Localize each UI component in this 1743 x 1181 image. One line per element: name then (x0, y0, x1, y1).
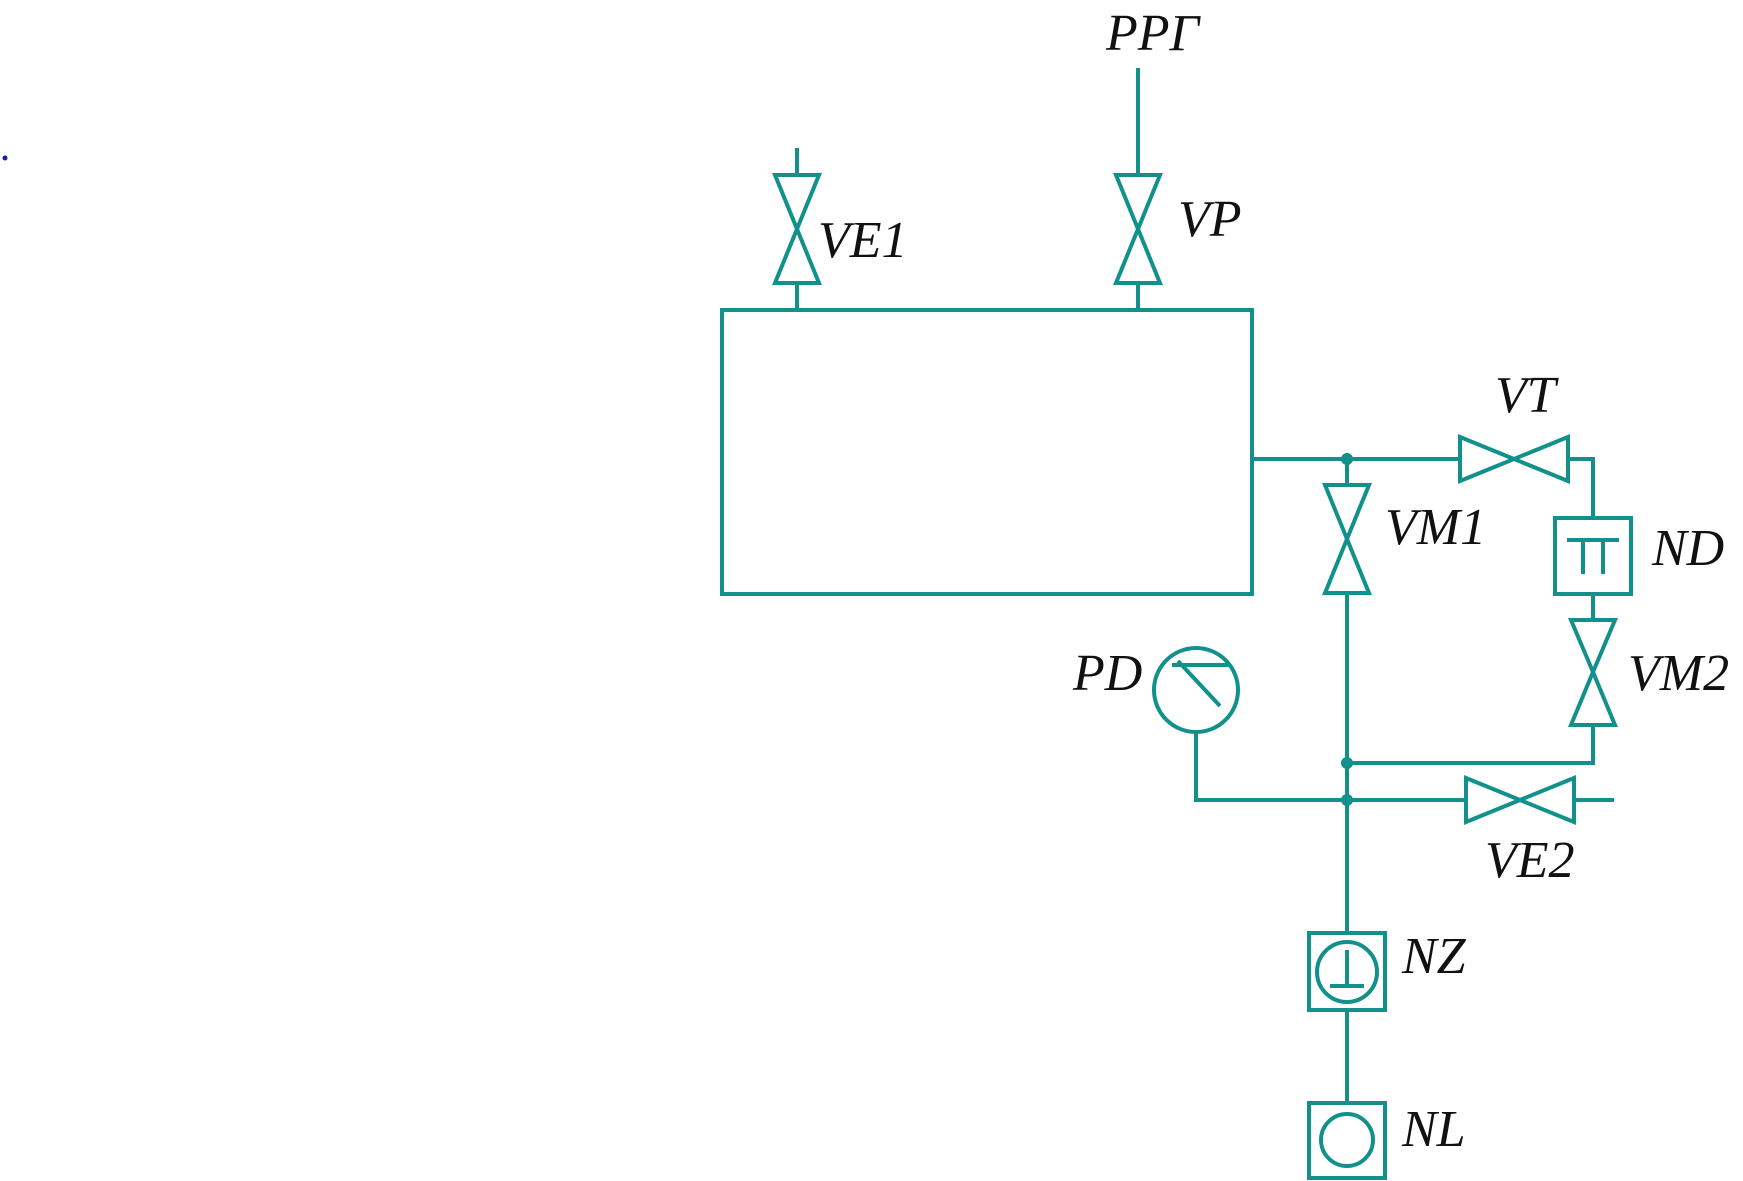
pressure-gauge-pd-icon (1152, 646, 1240, 734)
label-ve1: VE1 (818, 212, 908, 269)
pump-nz-icon (1307, 931, 1387, 1012)
pump-nd-icon (1553, 516, 1633, 596)
pump-nl-icon (1307, 1101, 1387, 1180)
junction-node (1341, 794, 1353, 806)
label-nz: NZ (1401, 928, 1467, 985)
label-vm2: VM2 (1628, 645, 1729, 702)
valve-vm2-icon (1567, 618, 1619, 727)
valve-ve1-icon (772, 173, 822, 285)
stray-dot (2, 155, 8, 161)
label-nl: NL (1401, 1101, 1466, 1158)
valve-vt-icon (1458, 434, 1570, 484)
label-vt: VT (1495, 367, 1559, 424)
label-vp: VP (1178, 191, 1242, 248)
valve-vp-icon (1113, 173, 1163, 285)
label-vm1: VM1 (1385, 499, 1486, 556)
junction-node (1341, 453, 1353, 465)
valve-ve2-icon (1464, 775, 1576, 825)
label-pd: PD (1072, 645, 1142, 702)
vacuum-chamber (720, 308, 1254, 596)
label-rrg: РРГ (1105, 5, 1202, 62)
pipelines (795, 68, 1614, 1105)
junction-node (1341, 757, 1353, 769)
label-ve2: VE2 (1485, 832, 1575, 889)
valve-vm1-icon (1322, 483, 1372, 595)
label-nd: ND (1651, 520, 1724, 577)
